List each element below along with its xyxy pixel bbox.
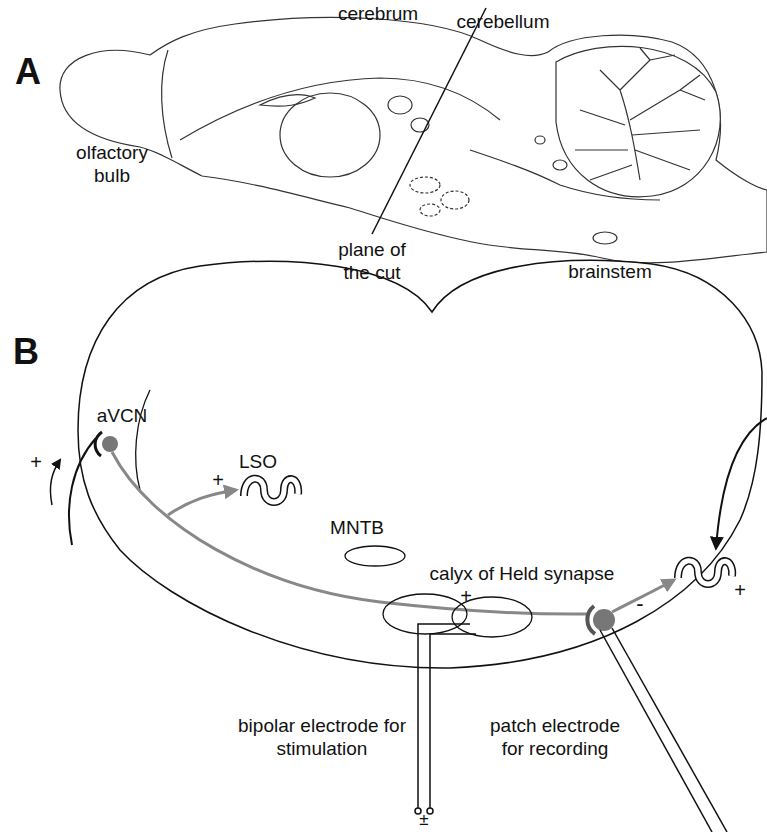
region-label: brainstem xyxy=(568,261,651,284)
brain-outline xyxy=(60,17,767,262)
nucleus xyxy=(535,136,545,144)
cortex-border xyxy=(180,78,500,140)
lso-right xyxy=(678,561,732,584)
sagittal-brain xyxy=(60,8,767,263)
structure-label: calyx of Held synapse xyxy=(430,563,615,586)
cut-plane-line xyxy=(372,8,486,234)
brainstem-slice xyxy=(50,260,767,832)
panel-letter: A xyxy=(15,50,41,93)
mntb-cell xyxy=(593,609,615,631)
cerebellum-folia xyxy=(575,48,705,180)
polarity-label: ± xyxy=(419,810,428,830)
trapezoid-body xyxy=(383,594,467,634)
nucleus xyxy=(388,96,412,114)
nucleus-label: MNTB xyxy=(330,517,384,540)
slice-outline xyxy=(78,260,762,668)
auditory-nerve xyxy=(69,438,96,545)
contralateral-input xyxy=(716,418,767,548)
sign-label: + xyxy=(734,578,746,602)
avcn-cell xyxy=(102,436,118,452)
nucleus xyxy=(420,204,440,216)
sign-label: + xyxy=(460,584,472,608)
hippocampus xyxy=(280,93,380,177)
nucleus-label: aVCN xyxy=(97,405,148,428)
input-arrow xyxy=(50,460,60,505)
cerebellum-outline xyxy=(556,46,720,196)
electrode-label: bipolar electrode for stimulation xyxy=(233,715,411,761)
callout-label: plane of the cut xyxy=(330,239,414,285)
panel-letter: B xyxy=(13,330,39,373)
avcn-calyx xyxy=(95,432,102,456)
nucleus xyxy=(553,160,567,170)
nucleus xyxy=(410,177,440,193)
electrode-label: patch electrode for recording xyxy=(480,715,630,761)
nucleus-label: LSO xyxy=(239,451,277,474)
sign-label: + xyxy=(30,450,42,474)
lso-left xyxy=(244,479,298,502)
region-label: olfactory bulb xyxy=(62,142,162,188)
nucleus xyxy=(593,232,617,244)
bulb-border xyxy=(162,50,172,158)
sign-label: + xyxy=(212,468,224,492)
region-label: cerebrum xyxy=(338,3,418,26)
region-label: cerebellum xyxy=(457,11,550,34)
lso-branch xyxy=(168,490,236,515)
sign-label: - xyxy=(636,591,643,617)
bipolar-electrode xyxy=(415,624,476,814)
avcn-axon xyxy=(112,452,590,614)
nucleus xyxy=(441,191,469,209)
mntb-left xyxy=(345,546,405,566)
ventricle xyxy=(260,95,315,106)
